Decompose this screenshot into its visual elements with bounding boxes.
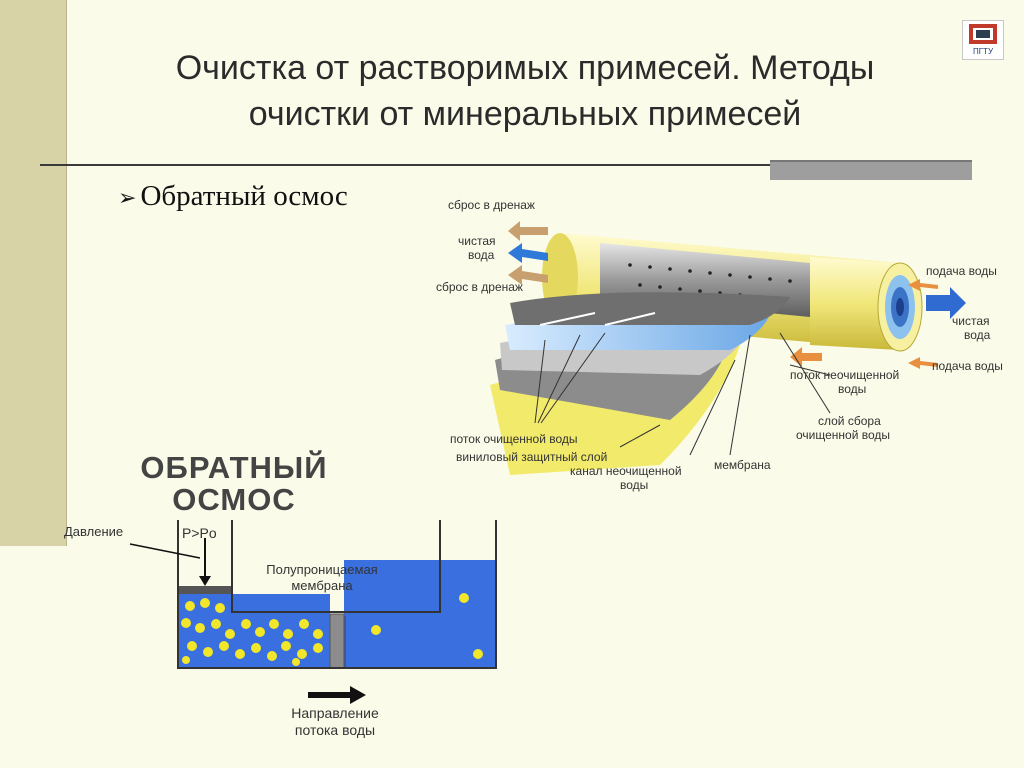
label-drain-top: сброс в дренаж	[448, 198, 535, 212]
reverse-osmosis-diagram: ОБРАТНЫЙ ОСМОС Давление P>Po Полупроница…	[64, 449, 497, 738]
label-raw-channel-1: канал неочищенной	[570, 464, 682, 478]
feed-arrow-icon	[908, 279, 938, 291]
label-raw-flow-2: воды	[838, 382, 866, 396]
bullet-text: Обратный осмос	[140, 180, 348, 212]
label-flow-2: потока воды	[295, 722, 375, 738]
label-pressure-relation: P>Po	[182, 525, 217, 541]
semipermeable-membrane	[329, 613, 345, 669]
clean-water	[344, 560, 496, 668]
label-drain-bottom: сброс в дренаж	[436, 280, 523, 294]
title-divider	[40, 164, 970, 166]
label-flow-1: Направление	[291, 705, 379, 721]
flow-direction-arrow-icon	[350, 686, 366, 704]
drain-arrow-icon	[508, 265, 548, 285]
label-membrane: мембрана	[714, 458, 771, 472]
piston	[178, 586, 232, 594]
label-vinyl-layer: виниловый защитный слой	[456, 450, 607, 464]
label-clean-water-right-2: вода	[964, 328, 991, 342]
title-line-2: очистки от минеральных примесей	[248, 95, 802, 133]
bullet-arrow-icon: ➢	[118, 185, 137, 210]
label-clean-water-left-1: чистая	[458, 234, 496, 248]
label-feed-water-right: подача воды	[932, 359, 1003, 373]
label-raw-channel-2: воды	[620, 478, 648, 492]
bullet-item: ➢Обратный осмос	[118, 180, 348, 213]
left-sidebar-band	[0, 0, 67, 546]
label-collect-layer-2: очищенной воды	[796, 428, 890, 442]
university-logo: ПГТУ	[962, 20, 1004, 60]
feed-arrow-icon	[908, 357, 938, 369]
leader-lines	[534, 332, 831, 456]
divider-accent-bar	[770, 160, 972, 180]
label-pressure: Давление	[64, 524, 123, 539]
drain-arrow-icon	[508, 221, 548, 241]
particles	[181, 593, 483, 666]
membrane-sheets	[490, 292, 790, 475]
label-feed-water-top: подача воды	[926, 264, 997, 278]
title-line-1: Очистка от растворимых примесей. Методы	[175, 49, 875, 87]
osmosis-title-line-2: ОСМОС	[172, 482, 295, 517]
label-clean-water-right-1: чистая	[952, 314, 990, 328]
label-raw-flow-1: поток неочищенной	[790, 368, 899, 382]
label-membrane-2: мембрана	[291, 578, 353, 593]
label-membrane-1: Полупроницаемая	[266, 562, 377, 577]
label-collect-layer-1: слой сбора	[818, 414, 881, 428]
clean-water-arrow-icon	[508, 243, 548, 263]
label-purified-flow: поток очищенной воды	[450, 432, 578, 446]
tank-outline	[177, 520, 497, 669]
membrane-module-diagram: сброс в дренаж чистая вода сброс в дрена…	[436, 198, 1003, 492]
pressure-arrow-icon	[199, 576, 211, 586]
clean-water-outlet-arrow-icon	[926, 287, 966, 319]
logo-text: ПГТУ	[973, 47, 994, 56]
slide-title: Очистка от растворимых примесей. Методы …	[90, 45, 960, 137]
label-clean-water-left-2: вода	[468, 248, 495, 262]
osmosis-title-line-1: ОБРАТНЫЙ	[140, 449, 327, 485]
